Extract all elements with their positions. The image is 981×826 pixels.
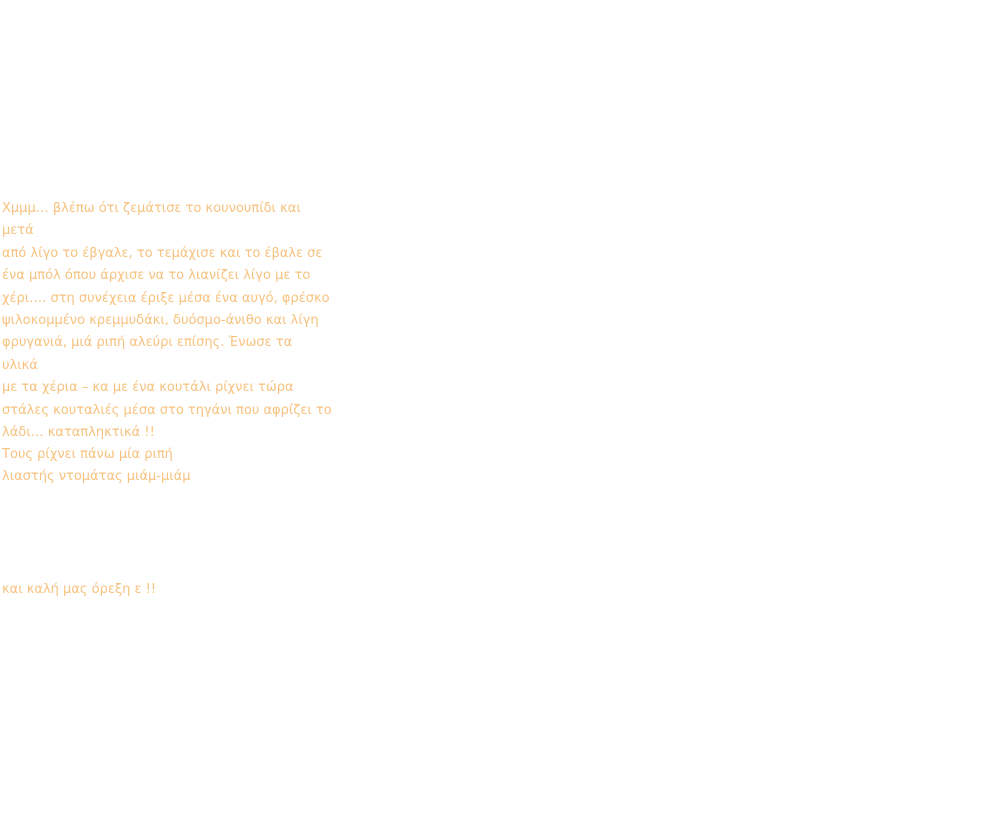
tomato-paragraph: Τους ρίχνει πάνω μία ριπή λιαστής ντομάτ…	[2, 447, 191, 485]
closing-line: και καλή μας όρεξη ε !!	[2, 582, 157, 597]
recipe-paragraph: Χμμμ… βλέπω ότι ζεμάτισε το κουνουπίδι κ…	[2, 201, 332, 441]
